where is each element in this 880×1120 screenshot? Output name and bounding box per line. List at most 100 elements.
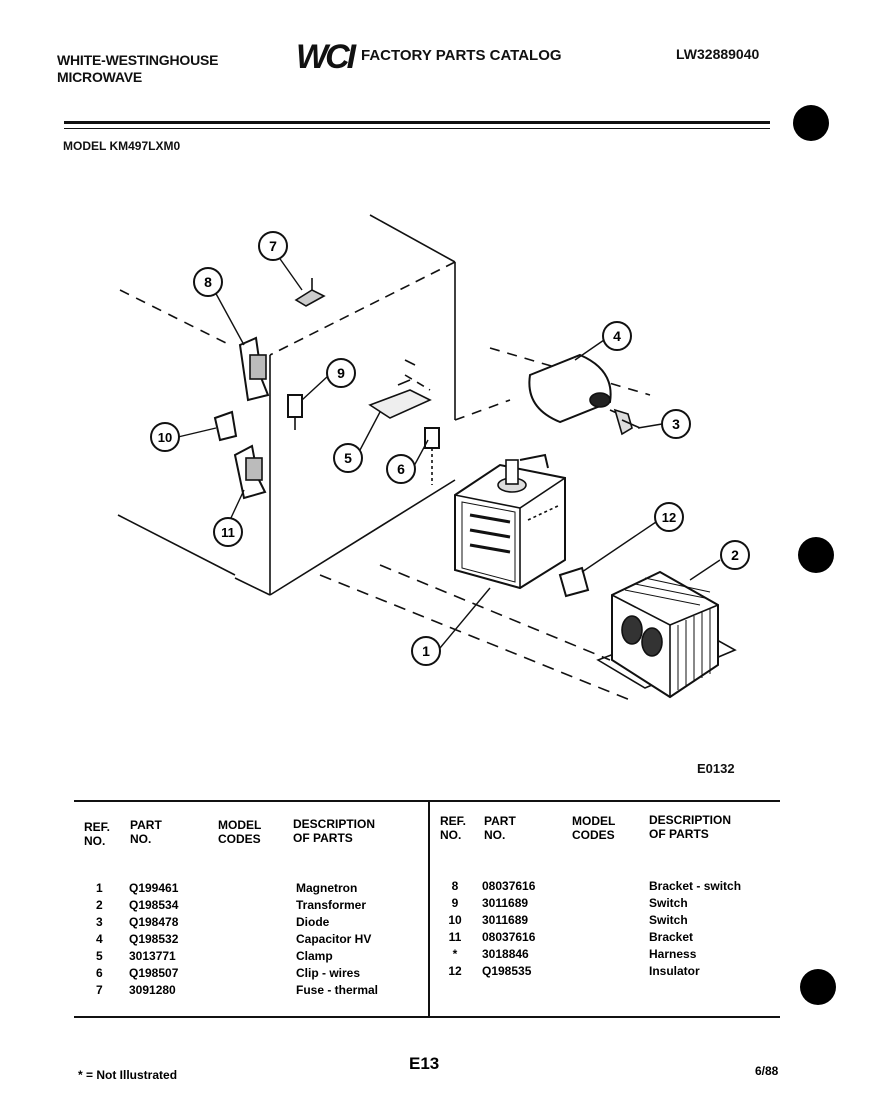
- switch-10-illustration: [213, 410, 238, 442]
- callout-9-label: 9: [337, 365, 345, 381]
- callout-2: 2: [720, 540, 750, 570]
- table-cell-part: 3013771: [129, 949, 176, 963]
- table-cell-desc: Transformer: [296, 898, 367, 912]
- callout-8-label: 8: [204, 274, 212, 290]
- left-ref-column: 1 2 3 4 5 6 7: [96, 880, 116, 999]
- callout-5: 5: [333, 443, 363, 473]
- catalog-date: 6/88: [755, 1064, 779, 1078]
- callout-7-label: 7: [269, 238, 277, 254]
- exploded-parts-diagram: 1 2 3 4 5 6 7 8 9 10 11 12: [117, 214, 750, 701]
- header-rule: [64, 121, 770, 124]
- cabinet-outline: [117, 214, 651, 701]
- clamp-illustration: [368, 379, 432, 419]
- table-cell-desc: Insulator: [649, 964, 700, 978]
- callout-10-label: 10: [158, 430, 172, 445]
- table-cell-part: Q199461: [129, 881, 179, 895]
- table-cell-part: Q198534: [129, 898, 179, 912]
- table-cell-part: 3011689: [482, 913, 529, 927]
- callout-2-label: 2: [731, 547, 739, 563]
- magnetron-illustration: [454, 453, 566, 590]
- ref-no-header-right: REF.NO.: [440, 814, 467, 842]
- punch-hole-middle: [798, 537, 834, 573]
- table-cell-ref: 4: [96, 932, 103, 946]
- ref-no-header: REF.NO.: [84, 820, 111, 848]
- table-cell-part: 08037616: [482, 879, 536, 893]
- right-part-column: 08037616 3011689 3011689 08037616 301884…: [482, 878, 535, 980]
- table-cell-desc: Fuse - thermal: [296, 983, 379, 997]
- switch-illustration: [287, 394, 303, 430]
- punch-hole-bottom: [800, 969, 836, 1005]
- leader-lines: [177, 255, 721, 649]
- right-ref-column: 8 9 10 11 * 12: [444, 878, 466, 980]
- table-cell-ref: *: [452, 947, 458, 961]
- table-cell-desc: Diode: [296, 915, 330, 929]
- table-cell-ref: 3: [96, 915, 103, 929]
- table-cell-desc: Clip - wires: [296, 966, 361, 980]
- table-cell-ref: 12: [448, 964, 462, 978]
- callout-10: 10: [150, 422, 180, 452]
- transformer-illustration: [596, 570, 737, 699]
- callout-6: 6: [386, 454, 416, 484]
- callout-8: 8: [193, 267, 223, 297]
- figure-code: E0132: [697, 761, 735, 776]
- capacitor-illustration: [528, 353, 629, 424]
- callout-3-label: 3: [672, 416, 680, 432]
- not-illustrated-note: * = Not Illustrated: [78, 1068, 178, 1082]
- callout-1: 1: [411, 636, 441, 666]
- table-bottom-rule: [74, 1016, 780, 1018]
- table-cell-desc: Switch: [649, 896, 688, 910]
- table-cell-ref: 5: [96, 949, 103, 963]
- right-desc-column: Bracket - switch Switch Switch Bracket H…: [649, 878, 741, 980]
- callout-9: 9: [326, 358, 356, 388]
- insulator-illustration: [558, 566, 590, 598]
- header-rule-thin: [64, 128, 770, 129]
- callout-7: 7: [258, 231, 288, 261]
- table-cell-part: 3091280: [129, 983, 176, 997]
- callout-4: 4: [602, 321, 632, 351]
- catalog-title: FACTORY PARTS CATALOG: [361, 47, 562, 64]
- callout-5-label: 5: [344, 450, 352, 466]
- left-desc-column: Magnetron Transformer Diode Capacitor HV…: [296, 880, 378, 999]
- callout-6-label: 6: [397, 461, 405, 477]
- table-cell-part: 3011689: [482, 896, 529, 910]
- callout-12-label: 12: [662, 510, 676, 525]
- punch-hole-top: [793, 105, 829, 141]
- table-cell-desc: Clamp: [296, 949, 333, 963]
- table-cell-part: 3018846: [482, 947, 529, 961]
- table-cell-part: Q198507: [129, 966, 179, 980]
- table-cell-desc: Capacitor HV: [296, 932, 372, 946]
- table-cell-ref: 2: [96, 898, 103, 912]
- table-cell-part: Q198478: [129, 915, 179, 929]
- table-divider: [428, 801, 430, 1017]
- callout-3: 3: [661, 409, 691, 439]
- table-cell-ref: 10: [448, 913, 462, 927]
- bracket-illustration: [233, 444, 267, 500]
- wci-logo: WCI: [296, 38, 356, 76]
- table-cell-desc: Bracket: [649, 930, 694, 944]
- table-cell-part: Q198532: [129, 932, 179, 946]
- wire-clip-illustration: [424, 427, 440, 485]
- table-cell-desc: Switch: [649, 913, 688, 927]
- model-label: MODEL KM497LXM0: [63, 139, 181, 153]
- table-cell-ref: 8: [451, 879, 459, 893]
- thermal-fuse-illustration: [294, 278, 326, 307]
- callout-1-label: 1: [422, 643, 430, 659]
- table-cell-ref: 9: [451, 896, 459, 910]
- product-type: MICROWAVE: [57, 69, 143, 85]
- table-cell-desc: Magnetron: [296, 881, 358, 895]
- diode-illustration: [613, 408, 641, 436]
- callout-12: 12: [654, 502, 684, 532]
- catalog-number: LW32889040: [676, 46, 760, 62]
- table-cell-ref: 6: [96, 966, 103, 980]
- table-top-rule: [74, 800, 780, 802]
- brand-block: WHITE-WESTINGHOUSE MICROWAVE: [57, 52, 218, 86]
- table-cell-ref: 1: [96, 881, 103, 895]
- table-cell-desc: Bracket - switch: [649, 879, 742, 893]
